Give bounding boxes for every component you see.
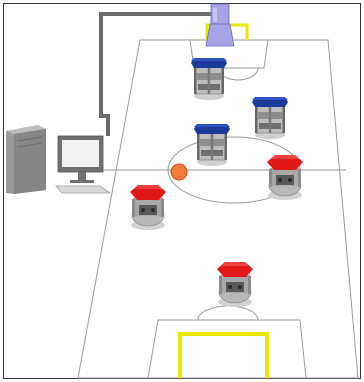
overhead-camera [205,3,235,47]
blue-robot [251,96,289,140]
outer-frame [3,3,361,379]
ball [170,163,188,181]
computer-monitor [57,135,104,183]
top-goal-area [189,39,269,69]
bottom-goal-area [147,319,307,379]
red-goalkeeper-robot [216,261,254,308]
computer-tower [6,125,46,194]
host-computer [6,125,112,194]
blue-robot [193,123,231,167]
blue-goalkeeper-robot [190,57,228,101]
bottom-goal-frame [178,332,269,378]
red-robot [129,184,167,231]
computer-keyboard [55,185,112,194]
red-robot [266,154,304,201]
camera-cable [99,12,212,136]
